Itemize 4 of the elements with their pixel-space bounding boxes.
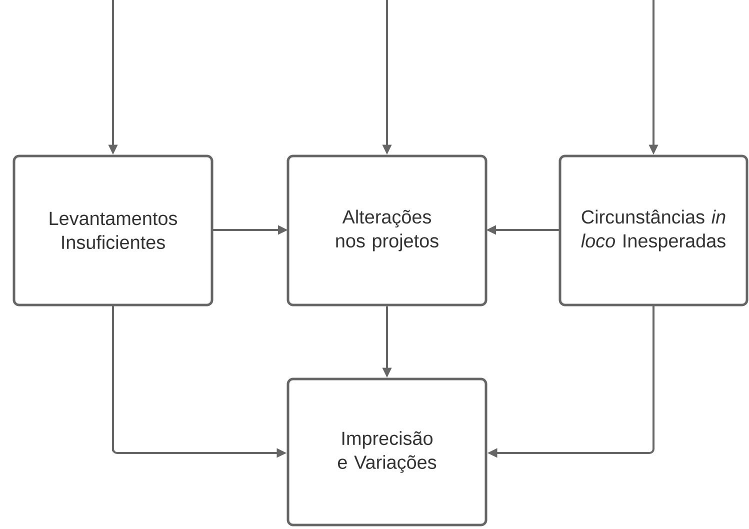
process-box: Alterações nos projetos: [286, 154, 488, 306]
process-box: Circunstâncias in loco Inesperadas: [558, 154, 748, 306]
process-box: Imprecisão e Variações: [286, 378, 488, 526]
process-box: Levantamentos Insuficientes: [12, 154, 214, 306]
